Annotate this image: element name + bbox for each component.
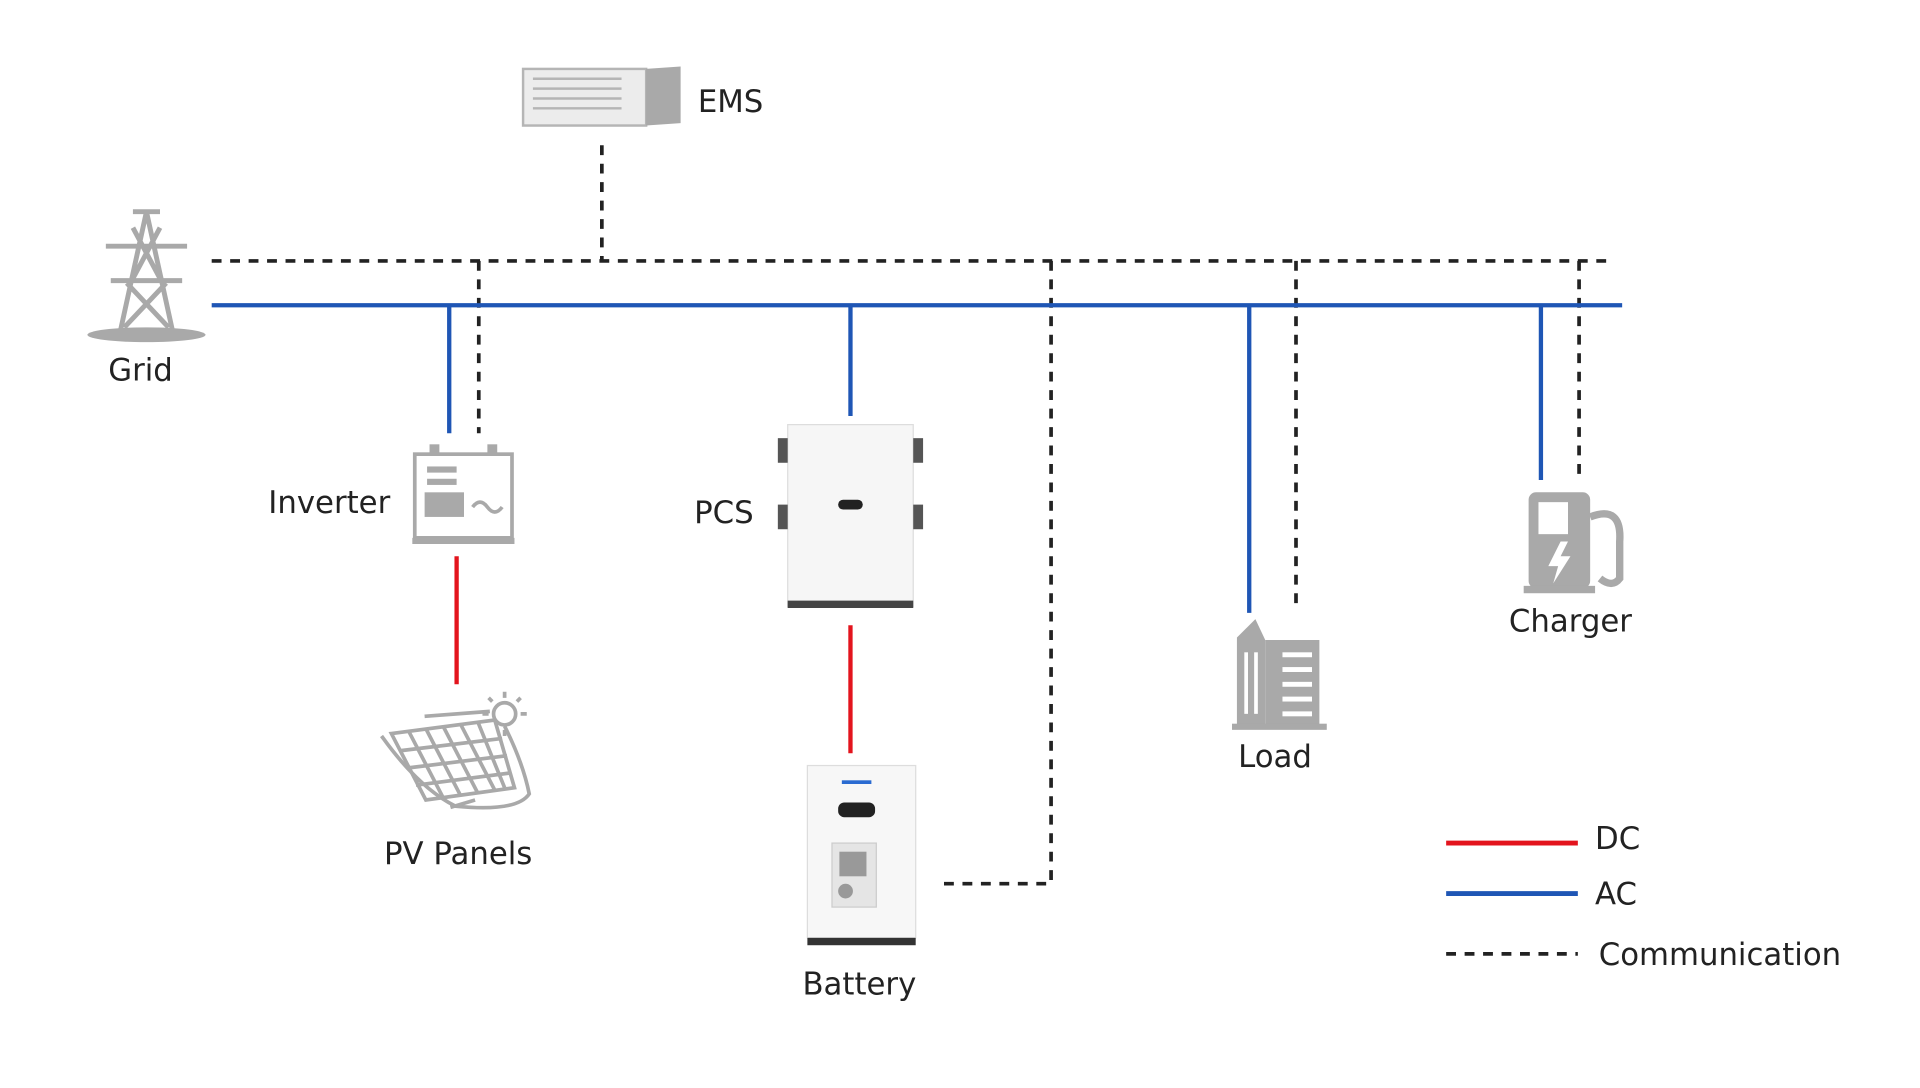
pv-panels-label: PV Panels xyxy=(384,836,532,872)
ems-icon xyxy=(521,66,681,127)
load-building-icon xyxy=(1232,619,1327,730)
legend: DC AC Communication xyxy=(1446,821,1841,973)
legend-ac-label: AC xyxy=(1595,877,1637,913)
legend-communication-label: Communication xyxy=(1599,937,1841,973)
inverter-icon xyxy=(412,444,515,544)
load-label: Load xyxy=(1238,739,1312,775)
battery-label: Battery xyxy=(802,966,916,1002)
charger-label: Charger xyxy=(1509,603,1632,639)
dc-lines xyxy=(454,556,853,754)
legend-dc-label: DC xyxy=(1595,821,1640,857)
pcs-label: PCS xyxy=(694,495,754,531)
communication-lines xyxy=(211,145,1613,886)
pcs-icon xyxy=(777,424,924,608)
inverter-label: Inverter xyxy=(268,485,390,521)
pv-panels-icon xyxy=(380,691,532,810)
battery-icon xyxy=(806,764,917,946)
ems-label: EMS xyxy=(698,84,763,120)
grid-tower-icon xyxy=(87,209,206,343)
grid-label: Grid xyxy=(108,352,173,388)
ev-charger-icon xyxy=(1523,492,1624,594)
ac-lines xyxy=(211,303,1623,613)
